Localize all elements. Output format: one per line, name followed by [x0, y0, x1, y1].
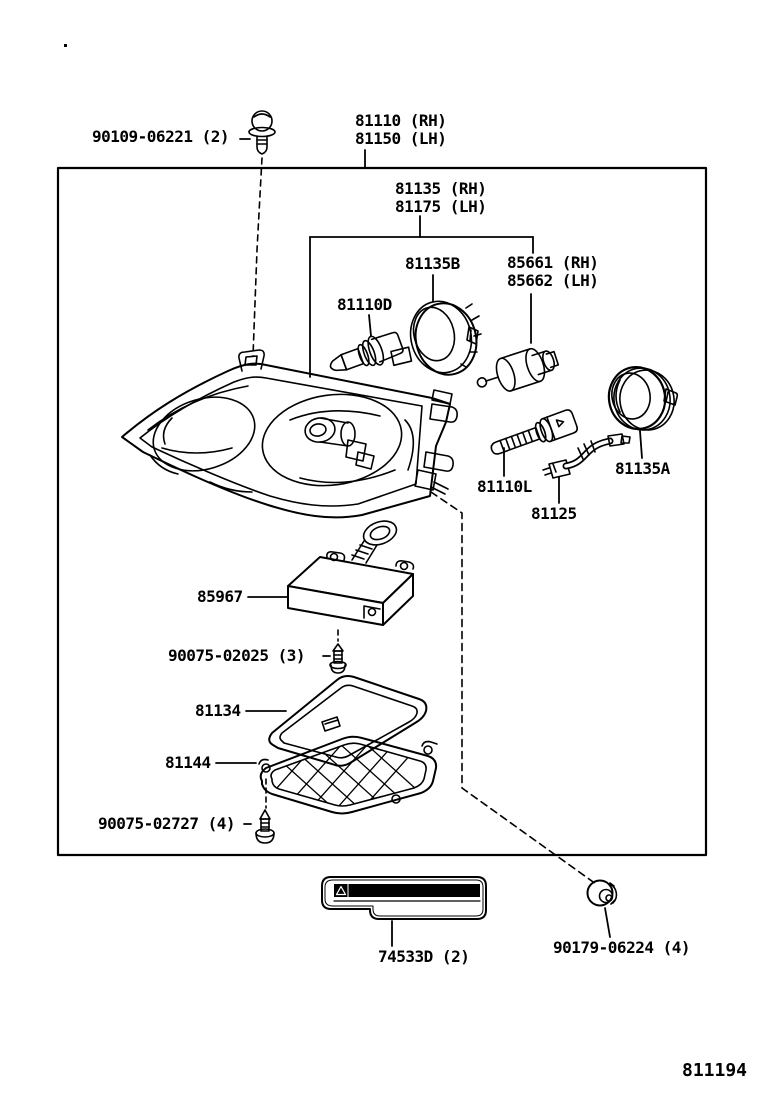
part-label-ballast: 85967 — [197, 587, 243, 606]
hid-bulb-drawing — [490, 409, 578, 455]
part-label-headlamp-assy-rh: 81110 (RH) — [355, 111, 447, 130]
cord-drawing — [542, 433, 631, 479]
part-label-screw-top: 90109-06221 (2) — [92, 127, 230, 146]
part-label-headlamp-assy-lh: 81150 (LH) — [355, 129, 447, 148]
ballast-drawing — [287, 520, 415, 626]
retaining-ring-drawing — [409, 300, 482, 376]
frame-border — [56, 166, 708, 857]
part-label-cover: 81144 — [165, 753, 211, 772]
headlamp-assembly-drawing — [121, 349, 458, 519]
part-label-caution-label: 74533D (2) — [378, 947, 470, 966]
stray-dot — [64, 44, 67, 47]
cover-screw-drawing — [255, 809, 275, 844]
leveling-socket-drawing — [476, 347, 560, 392]
part-label-gasket: 81134 — [195, 701, 241, 720]
dashed-reference-lines — [252, 157, 597, 885]
part-label-leveling-socket-rh: 85661 (RH) — [507, 253, 599, 272]
caution-label-drawing — [321, 876, 487, 920]
figure-number: 811194 — [682, 1060, 748, 1081]
part-label-cord: 81125 — [531, 504, 577, 523]
part-label-seal-cap: 81135A — [615, 459, 670, 478]
part-label-nut: 90179-06224 (4) — [553, 938, 691, 957]
part-label-retaining-ring: 81135B — [405, 254, 460, 273]
cover-drawing — [258, 735, 438, 815]
part-label-bulb-low: 81110L — [477, 477, 532, 496]
top-screw-drawing — [248, 110, 276, 155]
part-label-bulb-high: 81110D — [337, 295, 392, 314]
nut-drawing — [586, 879, 618, 907]
part-label-headlamp-unit-lh: 81175 (LH) — [395, 197, 487, 216]
gasket-drawing — [268, 675, 428, 767]
part-label-cover-screw: 90075-02727 (4) — [98, 814, 236, 833]
part-label-leveling-socket-lh: 85662 (LH) — [507, 271, 599, 290]
leader-lines — [215, 138, 643, 947]
part-label-ballast-screw: 90075-02025 (3) — [168, 646, 306, 665]
part-label-headlamp-unit-rh: 81135 (RH) — [395, 179, 487, 198]
halogen-bulb-drawing — [329, 331, 413, 372]
seal-cap-drawing — [607, 365, 679, 431]
ballast-screw-drawing — [329, 643, 347, 674]
